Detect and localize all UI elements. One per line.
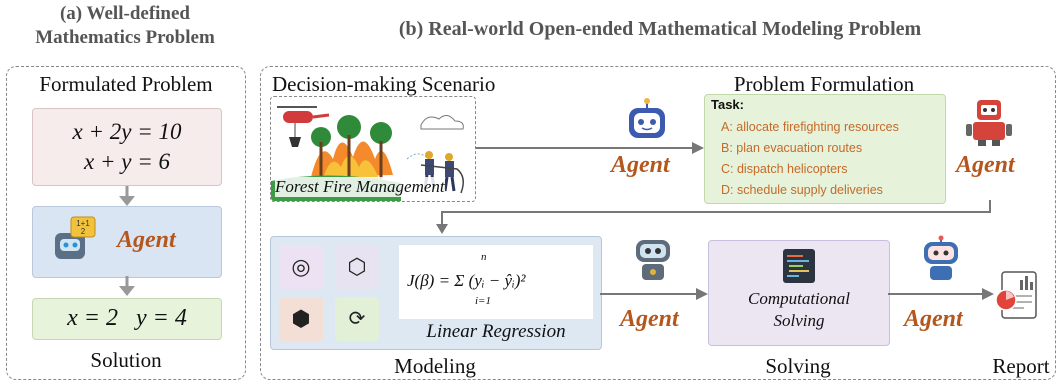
formula: J(β) = Σ (yᵢ − ŷᵢ)² <box>407 271 526 291</box>
robot-icon-agent-2 <box>966 100 1012 146</box>
panel-b-frame <box>260 66 1056 380</box>
firefighter-icon <box>420 151 464 194</box>
task-item-a: A: allocate firefighting resources <box>721 120 899 134</box>
task-box: Task: A: allocate firefighting resources… <box>704 94 946 204</box>
modeling-icon-grid: ◎ ⬡ ⬢ ⟳ <box>279 245 387 341</box>
robot-icon-agent-1 <box>629 98 665 138</box>
equation-box: x + 2y = 10 x + y = 6 <box>32 108 222 186</box>
cycle-money-icon: ⟳ <box>335 297 379 341</box>
report-icon <box>995 271 1037 319</box>
sum-lower: i=1 <box>475 295 491 307</box>
arrow-modeling-to-solving <box>600 288 708 300</box>
formulated-problem-label: Formulated Problem <box>39 72 213 96</box>
panel-a-title-line2: Mathematics Problem <box>35 27 215 48</box>
task-item-d: D: schedule supply deliveries <box>721 183 883 197</box>
solving-box: Computational Solving <box>708 240 890 346</box>
formula-text: J(β) = Σ (yᵢ − ŷᵢ)² <box>407 271 526 290</box>
sum-upper: n <box>481 251 487 263</box>
code-editor-icon <box>783 249 815 283</box>
agent-label-1: Agent <box>611 152 670 178</box>
svg-text:2: 2 <box>81 227 86 236</box>
arrow-formulation-to-modeling <box>436 200 991 234</box>
agent-label-a: Agent <box>117 227 176 253</box>
arrow-scenario-to-formulation <box>476 142 704 154</box>
modeling-box: ◎ ⬡ ⬢ ⟳ J(β) = Σ (yᵢ − ŷᵢ)² n i=1 Linear… <box>270 236 602 350</box>
robot-icon-agent-3 <box>636 240 670 280</box>
scenario-caption: Forest Fire Management <box>275 177 445 197</box>
solution-values: x = 2 y = 4 <box>67 305 187 331</box>
agent-label-3: Agent <box>620 306 679 332</box>
target-icon: ◎ <box>279 245 323 289</box>
panel-a-frame <box>6 66 246 380</box>
solving-text-2: Solving <box>773 311 825 330</box>
scenario-box: Forest Fire Management <box>270 96 476 202</box>
agent-label-2: Agent <box>956 152 1015 178</box>
task-item-b: B: plan evacuation routes <box>721 141 863 155</box>
agent-label-4: Agent <box>904 306 963 332</box>
panel-a-arrows <box>119 186 135 296</box>
solving-text-1: Computational <box>747 289 850 308</box>
equation-1: x + 2y = 10 <box>72 119 182 144</box>
panel-b-title: (b) Real-world Open-ended Mathematical M… <box>398 18 922 40</box>
equation-2: x + y = 6 <box>84 149 170 174</box>
formula-box: J(β) = Σ (yᵢ − ŷᵢ)² n i=1 <box>399 245 593 319</box>
network-icon: ⬡ <box>335 245 379 289</box>
solving-label: Solving <box>765 354 831 378</box>
panel-a-title-line1: (a) Well-defined <box>59 3 190 24</box>
cube-icon: ⬢ <box>279 297 323 341</box>
scenario-label: Decision-making Scenario <box>272 72 496 96</box>
formulation-label: Problem Formulation <box>733 72 915 96</box>
solution-box: x = 2 y = 4 <box>32 298 222 340</box>
task-item-c: C: dispatch helicopters <box>721 162 848 176</box>
task-heading: Task: <box>711 97 744 112</box>
solution-label: Solution <box>90 348 162 372</box>
robot-icon-agent-4 <box>924 235 958 280</box>
arrow-solving-to-report <box>888 288 994 300</box>
report-label: Report <box>992 354 1050 378</box>
helicopter-icon <box>277 106 330 147</box>
panel-a-title: (a) Well-defined Mathematics Problem <box>0 2 250 50</box>
robot-icon: 1+1 2 <box>55 216 96 259</box>
svg-text:1+1: 1+1 <box>76 219 90 228</box>
modeling-label: Modeling <box>394 354 476 378</box>
modeling-caption: Linear Regression <box>426 321 566 342</box>
